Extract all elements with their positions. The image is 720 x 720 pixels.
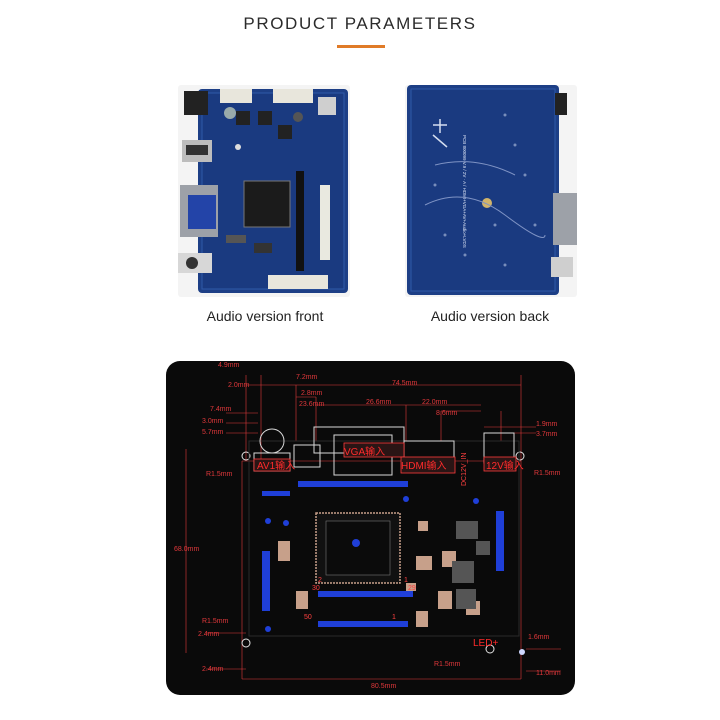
- pin-1b-label: 1: [392, 614, 396, 621]
- hdmi-input-label: HDMI输入: [401, 459, 447, 472]
- back-silkscreen-text: PCB 800099 V.9 / 2V · A / HDMI+VGA+AV+Au…: [462, 135, 467, 248]
- board-dimension-diagram: AV1输入 VGA输入 HDMI输入 12V输入 DC12V_IN LED+: [166, 361, 575, 695]
- dim-r1-5-right: R1.5mm: [534, 470, 561, 477]
- dim-22-0: 22.0mm: [422, 399, 447, 406]
- dim-5-7: 5.7mm: [202, 429, 224, 436]
- dim-r1-5-bottom-left: R1.5mm: [202, 618, 229, 625]
- dim-4-9: 4.9mm: [218, 362, 240, 369]
- pin-50-label: 50: [304, 614, 312, 621]
- title-underline: [337, 45, 385, 48]
- dim-7-2: 7.2mm: [296, 374, 318, 381]
- dim-11-0: 11.0mm: [536, 670, 561, 677]
- dim-2-8: 2.8mm: [301, 390, 323, 397]
- dim-2-0: 2.0mm: [228, 382, 250, 389]
- dim-r1-5-bottom-mid: R1.5mm: [434, 661, 461, 668]
- dim-23-6: 23.6mm: [299, 401, 324, 408]
- dim-r1-5-left: R1.5mm: [206, 471, 233, 478]
- dim-80-5: 80.5mm: [371, 683, 396, 690]
- av1-input-label: AV1输入: [257, 459, 295, 472]
- dim-3-0: 3.0mm: [202, 418, 224, 425]
- dim-1-9: 1.9mm: [536, 421, 558, 428]
- board-front-photo: [178, 85, 350, 297]
- dim-3-7: 3.7mm: [536, 431, 558, 438]
- dim-2-4: 2.4mm: [198, 631, 220, 638]
- pin-2-label: 2: [318, 577, 322, 584]
- back-caption: Audio version back: [430, 308, 550, 324]
- dc12v-side-label: DC12V_IN: [461, 453, 468, 486]
- dc12v-input-label: 12V输入: [486, 459, 524, 472]
- dim-8-6: 8.6mm: [436, 410, 458, 417]
- vga-input-label: VGA输入: [344, 445, 385, 458]
- board-back-photo: PCB 800099 V.9 / 2V · A / HDMI+VGA+AV+Au…: [405, 85, 577, 297]
- pin-1-label: 1: [404, 577, 408, 584]
- dim-26-6: 26.6mm: [366, 399, 391, 406]
- dim-7-4: 7.4mm: [210, 406, 232, 413]
- dim-2-4-bottom: 2.4mm: [202, 666, 224, 673]
- dim-74-5: 74.5mm: [392, 380, 417, 387]
- page-title: PRODUCT PARAMETERS: [243, 14, 477, 33]
- led-label: LED+: [473, 638, 498, 649]
- pin-29-label: 29: [408, 585, 416, 592]
- dim-68-0: 68.0mm: [174, 546, 199, 553]
- pin-30-label: 30: [312, 585, 320, 592]
- front-caption: Audio version front: [206, 308, 324, 324]
- dim-1-6: 1.6mm: [528, 634, 550, 641]
